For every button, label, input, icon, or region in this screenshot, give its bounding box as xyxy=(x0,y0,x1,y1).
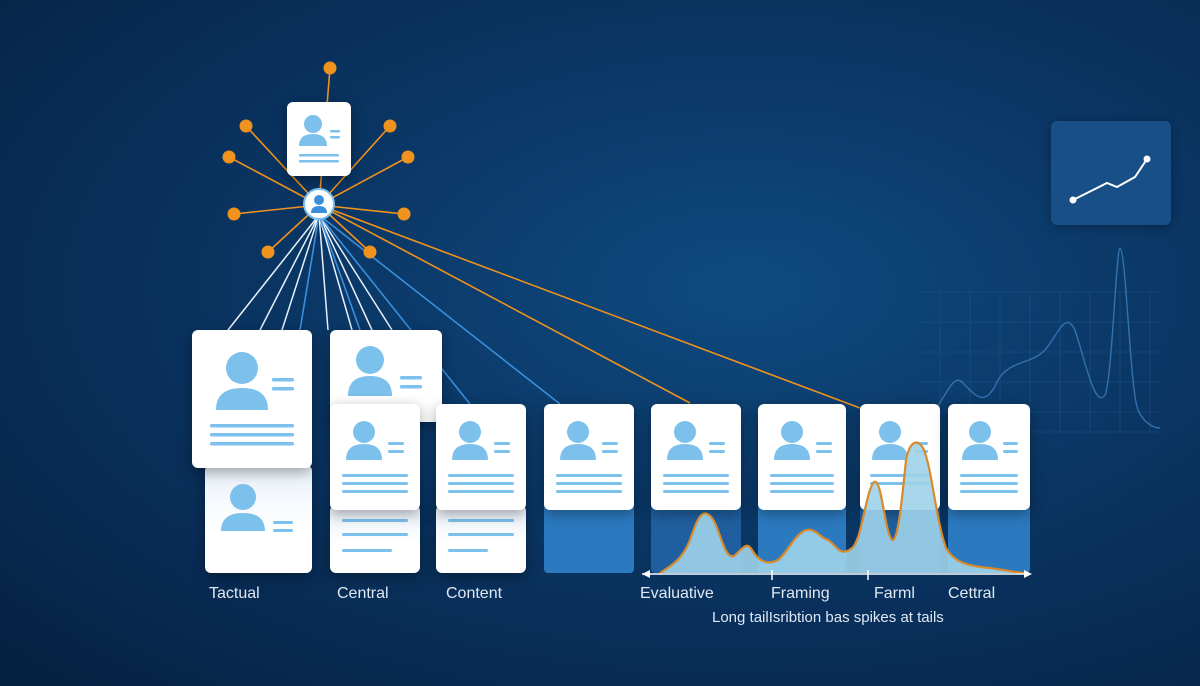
profile-card-tactual xyxy=(192,330,312,468)
profile-card-central xyxy=(330,404,420,510)
mini-chart-card xyxy=(1051,121,1171,225)
profile-card-evaluative xyxy=(651,404,741,510)
base-block-8 xyxy=(948,500,1030,573)
category-label-cettral: Cettral xyxy=(948,585,996,602)
line-chart-icon xyxy=(1069,155,1151,204)
person-profile-icon xyxy=(448,519,514,552)
category-label-tactual: Tactual xyxy=(209,585,260,602)
person-hub-icon xyxy=(303,188,335,220)
profile-card-framing xyxy=(758,404,846,510)
category-label-evaluative: Evaluative xyxy=(640,585,714,602)
profile-card-tactual-back xyxy=(205,465,312,573)
profile-card-content xyxy=(436,404,526,510)
category-label-farml: Farml xyxy=(874,585,915,602)
person-profile-icon xyxy=(221,484,293,532)
person-profile-icon xyxy=(348,346,422,396)
profile-card-content-back xyxy=(436,505,526,573)
top-profile-card xyxy=(287,102,351,176)
person-profile-icon xyxy=(448,421,514,493)
person-profile-icon xyxy=(299,115,340,163)
base-block-4 xyxy=(544,500,634,573)
profile-card-4 xyxy=(544,404,634,510)
category-label-central: Central xyxy=(337,585,389,602)
person-profile-icon xyxy=(342,519,408,552)
category-label-content: Content xyxy=(446,585,503,602)
profile-card-central-back xyxy=(330,505,420,573)
person-profile-icon xyxy=(960,421,1018,493)
person-profile-icon xyxy=(870,421,930,485)
distribution-caption: Long tailIsribtion bas spikes at tails xyxy=(712,609,944,626)
person-profile-icon xyxy=(663,421,729,493)
person-profile-icon xyxy=(342,421,408,493)
person-profile-icon xyxy=(556,421,622,493)
person-profile-icon xyxy=(210,352,294,446)
profile-card-cettral xyxy=(948,404,1030,510)
category-label-framing: Framing xyxy=(771,585,830,602)
person-profile-icon xyxy=(770,421,834,493)
